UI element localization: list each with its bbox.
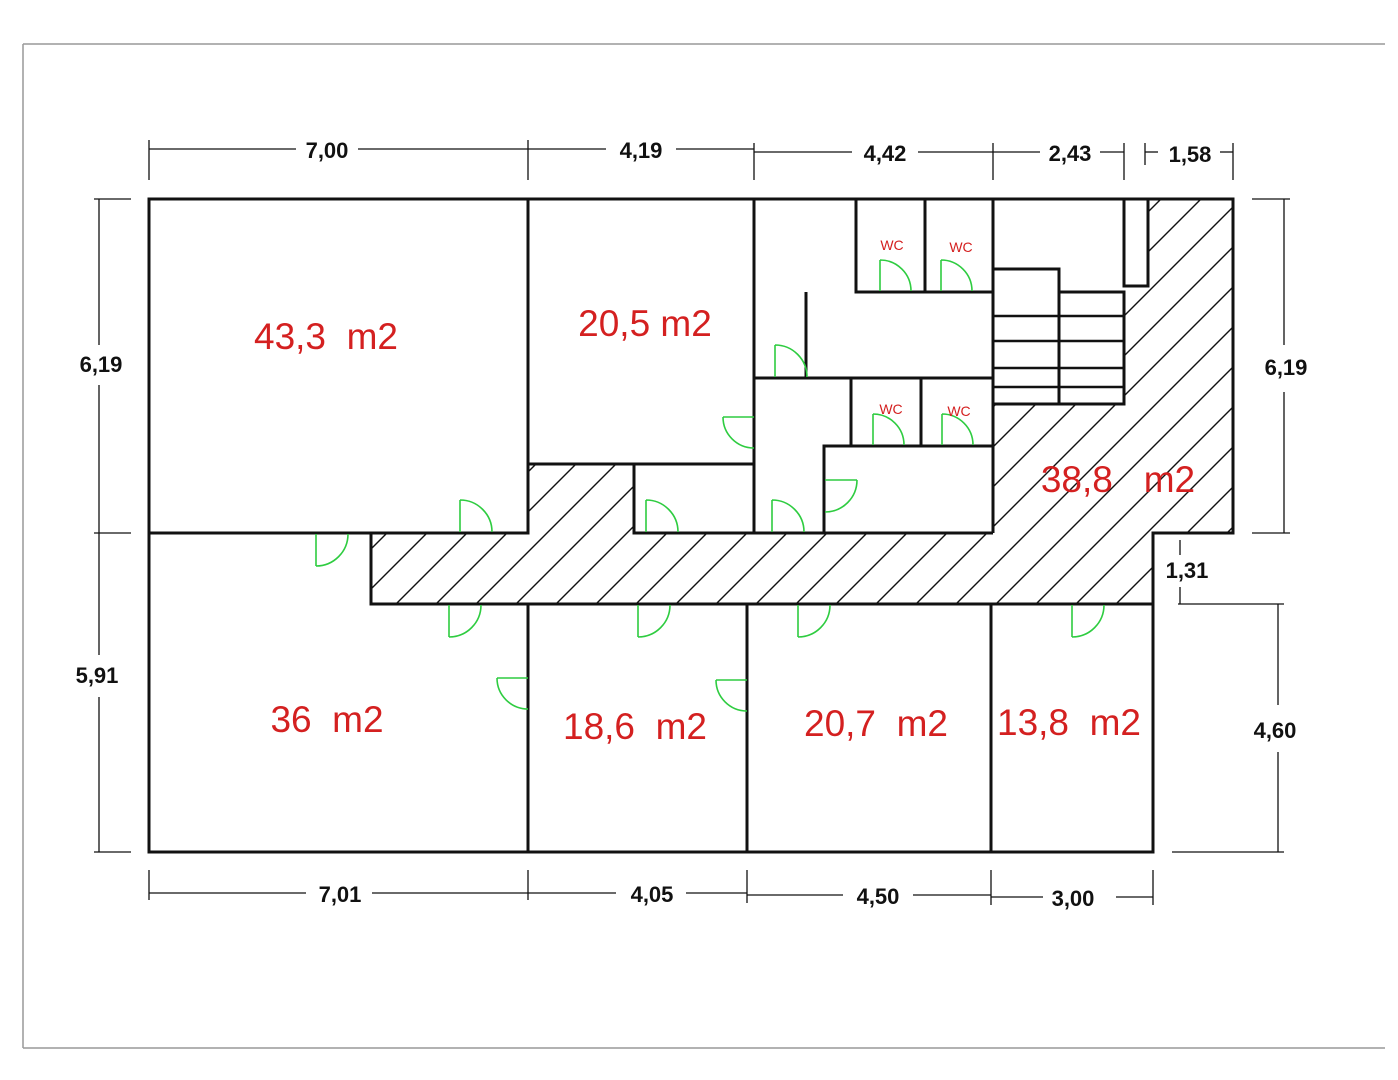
door-swing bbox=[771, 499, 805, 533]
door-swing bbox=[448, 604, 482, 638]
area-label-room-bottom-2: 18,6 m2 bbox=[563, 706, 707, 747]
dim-label-bottom: 4,50 bbox=[857, 884, 900, 909]
door-swing bbox=[645, 499, 679, 533]
door-swing bbox=[459, 499, 493, 533]
dim-label-top: 1,58 bbox=[1169, 142, 1212, 167]
door-swing bbox=[941, 413, 974, 446]
area-label-room-bottom-3: 20,7 m2 bbox=[804, 703, 948, 744]
dim-label-right: 6,19 bbox=[1265, 355, 1308, 380]
wc-label: WC bbox=[880, 237, 903, 253]
area-label-room-bottom-4: 13,8 m2 bbox=[997, 702, 1141, 743]
area-label-room-bottom-left: 36 m2 bbox=[270, 699, 383, 740]
dimension-lines bbox=[94, 140, 1290, 905]
dim-label-right: 4,60 bbox=[1254, 718, 1297, 743]
page-frame bbox=[22, 43, 1385, 1049]
wc-label: WC bbox=[879, 401, 902, 417]
door-swing bbox=[824, 479, 858, 513]
wc-label: WC bbox=[947, 403, 970, 419]
dim-label-bottom: 3,00 bbox=[1052, 886, 1095, 911]
dim-label-bottom: 7,01 bbox=[319, 882, 362, 907]
dimension-labels: 7,00 4,19 4,42 2,43 1,58 7,01 4,05 4,50 … bbox=[76, 138, 1308, 911]
dim-label-left: 5,91 bbox=[76, 663, 119, 688]
dim-label-bottom: 4,05 bbox=[631, 882, 674, 907]
doors bbox=[315, 259, 1105, 712]
area-label-room-top-left: 43,3 m2 bbox=[254, 316, 398, 357]
hatched-corridor bbox=[371, 199, 1233, 604]
door-swing bbox=[879, 259, 912, 292]
dim-label-top: 2,43 bbox=[1049, 141, 1092, 166]
walls bbox=[147, 197, 1235, 854]
area-labels: 43,3 m2 20,5 m2 38,8 m2 36 m2 18,6 m2 20… bbox=[254, 303, 1195, 747]
dim-label-top: 4,19 bbox=[620, 138, 663, 163]
door-swing bbox=[496, 677, 529, 710]
dim-label-left: 6,19 bbox=[80, 352, 123, 377]
dim-label-notch: 1,31 bbox=[1166, 558, 1209, 583]
area-label-hall: 38,8 m2 bbox=[1041, 459, 1195, 500]
door-swing bbox=[715, 679, 748, 712]
wc-labels: WC WC WC WC bbox=[879, 237, 972, 419]
door-swing bbox=[940, 259, 973, 292]
door-swing bbox=[722, 416, 755, 449]
dim-label-top: 4,42 bbox=[864, 141, 907, 166]
door-swing bbox=[637, 604, 671, 638]
door-swing bbox=[315, 533, 349, 567]
door-swing bbox=[797, 604, 831, 638]
door-swing bbox=[872, 413, 905, 446]
dim-label-top: 7,00 bbox=[306, 138, 349, 163]
area-label-room-top-mid: 20,5 m2 bbox=[578, 303, 712, 344]
wc-label: WC bbox=[949, 239, 972, 255]
door-swing bbox=[1071, 604, 1105, 638]
door-swing bbox=[774, 344, 808, 378]
